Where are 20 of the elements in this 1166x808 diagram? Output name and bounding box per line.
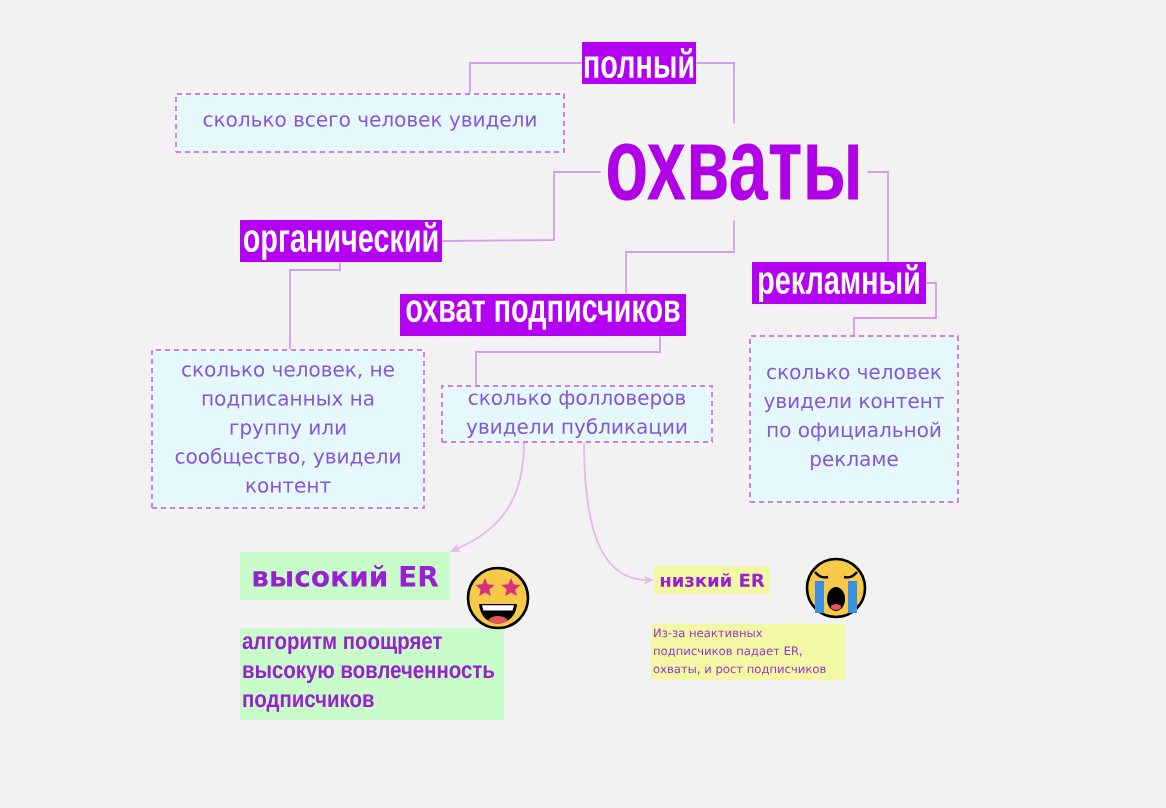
connector <box>441 171 602 242</box>
category-label: рекламный <box>752 262 926 304</box>
category-label: органический <box>240 220 442 262</box>
category-label: полный <box>582 42 696 84</box>
highlight-label: высокий ER <box>240 552 450 600</box>
connector <box>625 219 735 295</box>
connector <box>695 62 735 125</box>
note-box: сколько человек, не подписанных на группу или сообщество, увидели контент <box>151 349 425 509</box>
highlight-label: низкий ER <box>654 566 770 594</box>
connector <box>289 261 341 350</box>
heading-text: охваты <box>607 143 858 201</box>
connector <box>469 62 583 94</box>
highlighted-note: алгоритм поощряет высокую вовлеченность подписчиков <box>240 628 504 720</box>
category-label: охват подписчиков <box>400 294 686 336</box>
connector <box>475 335 661 386</box>
note-box: сколько всего человек увидели <box>175 93 565 153</box>
note-box: сколько человек увидели контент по официальной рекламе <box>749 335 959 503</box>
connector <box>866 171 889 263</box>
connector <box>853 282 937 336</box>
note-box: сколько фолловеров увидели публикации <box>441 385 713 443</box>
